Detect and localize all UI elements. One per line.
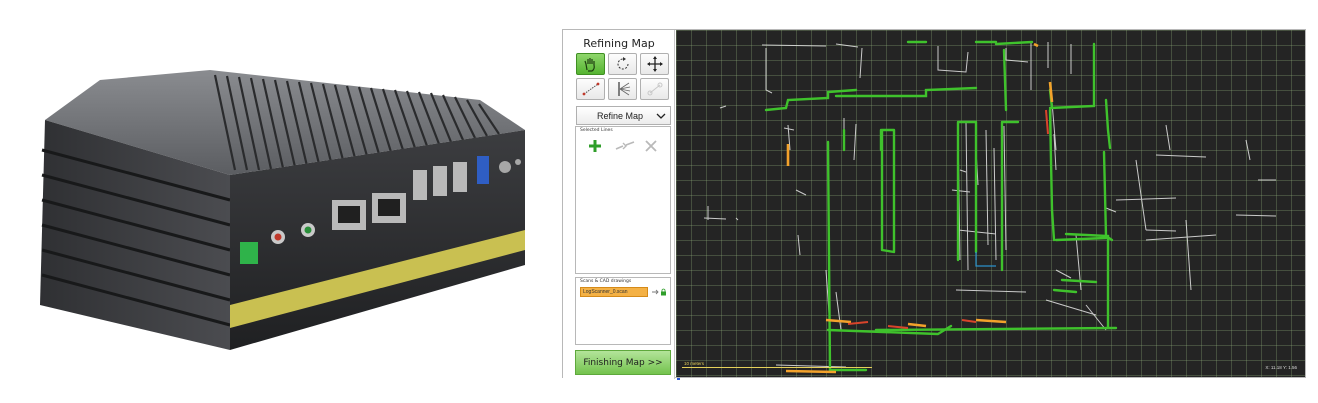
cursor-line [975, 252, 996, 267]
status-indicator [677, 378, 680, 380]
hand-pan-icon [583, 58, 595, 72]
scan-item-icons [652, 288, 666, 296]
move-tool-button[interactable] [640, 53, 669, 75]
pan-tool-button[interactable] [576, 53, 605, 75]
scale-label: 10 meters [684, 361, 705, 366]
finishing-map-button[interactable]: Finishing Map >> [575, 350, 671, 375]
rotate-icon [617, 57, 628, 70]
highlighted-lines [785, 42, 1054, 374]
mode-select[interactable]: Refine Map [576, 106, 671, 125]
scan-rays-icon [617, 82, 630, 96]
side-panel: Refining Map [563, 30, 675, 379]
add-icon[interactable] [587, 138, 603, 154]
scale-bar [682, 367, 872, 368]
panel-title: Refining Map [583, 37, 655, 50]
scans-cad-label: Scans & CAD drawings [580, 279, 632, 284]
lock-icon[interactable] [661, 288, 666, 296]
chevron-down-icon [656, 113, 666, 119]
scan-tool-button[interactable] [608, 78, 637, 100]
map-drawing [703, 40, 1277, 374]
move-arrows-icon [646, 56, 663, 72]
delete-icon[interactable] [643, 138, 659, 154]
app-window: Refining Map [562, 29, 1306, 380]
coordinates-readout: X: 11.18 Y: 1.56 [1265, 365, 1297, 370]
error-lines [847, 109, 1049, 329]
mode-select-value: Refine Map [597, 111, 644, 121]
selected-lines-group: Selected Lines [575, 126, 671, 274]
selected-lines-label: Selected Lines [580, 128, 613, 133]
map-canvas[interactable]: 10 meters X: 11.18 Y: 1.56 [676, 30, 1305, 377]
link-icon[interactable] [652, 289, 659, 295]
scans-cad-group: Scans & CAD drawings LogScanner_0.scan [575, 277, 671, 345]
rotate-tool-button[interactable] [608, 53, 637, 75]
measure-tool-button[interactable] [576, 78, 605, 100]
scan-list-item[interactable]: LogScanner_0.scan [580, 287, 648, 297]
raw-scan-points [703, 42, 1277, 368]
connect-nodes-icon [647, 82, 662, 96]
wall-lines [764, 40, 1118, 372]
connect-tool-button[interactable] [640, 78, 669, 100]
merge-icon[interactable] [614, 138, 636, 154]
measure-line-icon [582, 82, 599, 96]
mini-pc-product-photo [40, 70, 525, 350]
